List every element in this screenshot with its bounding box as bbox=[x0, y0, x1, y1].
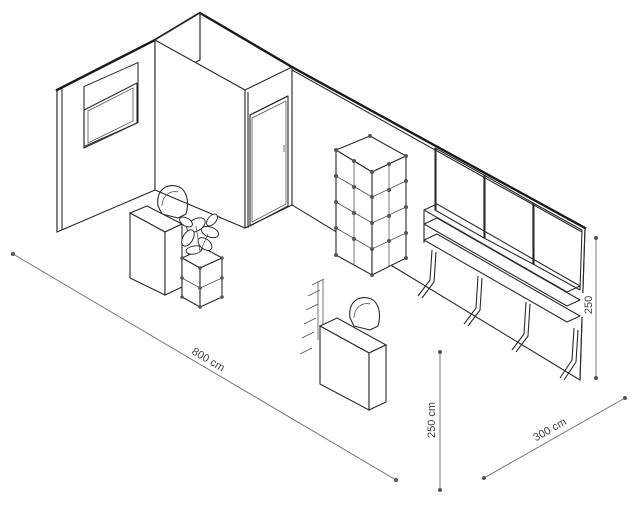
dimension-depth-label: 300 cm bbox=[531, 416, 568, 444]
dimension-height-label: 250 cm bbox=[426, 402, 438, 438]
left-chair bbox=[157, 185, 189, 219]
dimension-right-height-line bbox=[594, 236, 598, 380]
front-chair bbox=[349, 297, 381, 331]
dimension-height-line bbox=[438, 350, 442, 492]
front-counter bbox=[318, 317, 388, 411]
dimension-length-line bbox=[11, 252, 398, 482]
plant-pedestal bbox=[180, 247, 224, 309]
left-counter bbox=[128, 205, 184, 296]
dimension-depth-line bbox=[482, 396, 627, 480]
potted-plant bbox=[179, 213, 220, 255]
dimension-right-height-label: 250 bbox=[583, 296, 595, 314]
wall-panels bbox=[434, 147, 583, 291]
wall-picture-frame bbox=[83, 82, 138, 149]
wall-shelves bbox=[417, 203, 581, 381]
cube-shelf-unit bbox=[334, 134, 408, 277]
dimension-length-label: 800 cm bbox=[189, 346, 226, 375]
storage-room bbox=[154, 12, 293, 229]
